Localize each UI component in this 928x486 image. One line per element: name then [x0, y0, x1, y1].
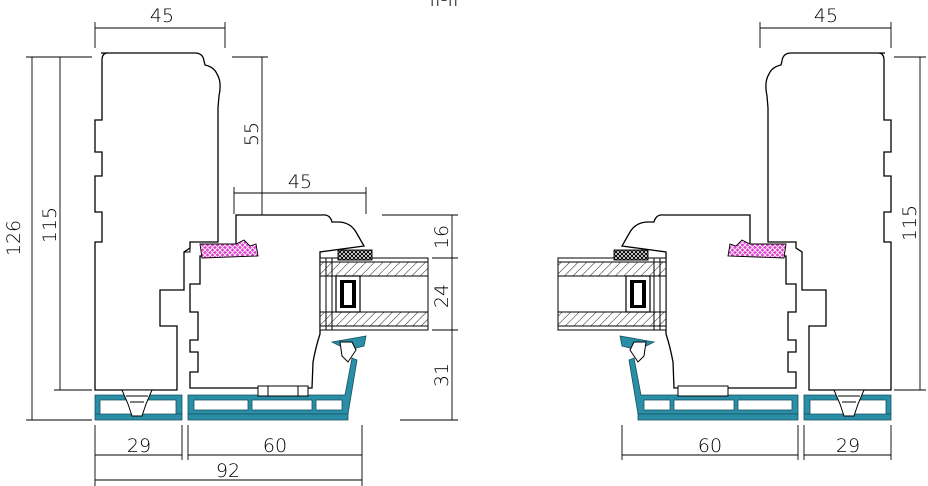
dim-left-55: 55: [241, 122, 263, 146]
right-frame-profile: [765, 52, 892, 391]
dim-left-115: 115: [39, 207, 61, 243]
right-hardware: [629, 341, 865, 417]
left-frame-profile: [94, 52, 221, 391]
dim-left-top-45: 45: [150, 5, 174, 27]
dim-right-60: 60: [698, 435, 722, 457]
dim-left-60: 60: [263, 435, 287, 457]
left-hardware: [121, 341, 357, 417]
left-aluminium-bottom: [94, 335, 367, 421]
right-section: 45 115 60 29: [557, 5, 926, 460]
dim-left-29: 29: [127, 435, 151, 457]
left-sash-profile: [189, 214, 366, 389]
dim-left-16: 16: [431, 225, 453, 249]
right-aluminium-bottom: [619, 335, 892, 421]
dim-left-126: 126: [3, 220, 25, 256]
dim-right-115: 115: [899, 205, 921, 241]
dim-right-top-45: 45: [814, 5, 838, 27]
dim-left-sash-45: 45: [288, 171, 312, 193]
section-label: II-II: [429, 0, 458, 11]
right-dimensions: 45 115 60 29: [621, 5, 926, 460]
left-section: 45 126 115 55 45 16 24 31 29 60 92: [3, 5, 458, 486]
left-dimensions: 45 126 115 55 45 16 24 31 29 60 92: [3, 5, 458, 486]
dim-left-92: 92: [216, 460, 240, 482]
left-glazing-unit: [319, 249, 429, 331]
right-sash-profile: [620, 214, 797, 389]
right-seal-frame: [727, 239, 787, 259]
dim-right-29: 29: [836, 435, 860, 457]
dim-left-31: 31: [431, 363, 453, 387]
right-glazing-unit: [557, 249, 667, 331]
left-seal-frame: [199, 239, 259, 259]
left-frame-step: [184, 242, 191, 253]
dim-left-24: 24: [431, 284, 453, 308]
